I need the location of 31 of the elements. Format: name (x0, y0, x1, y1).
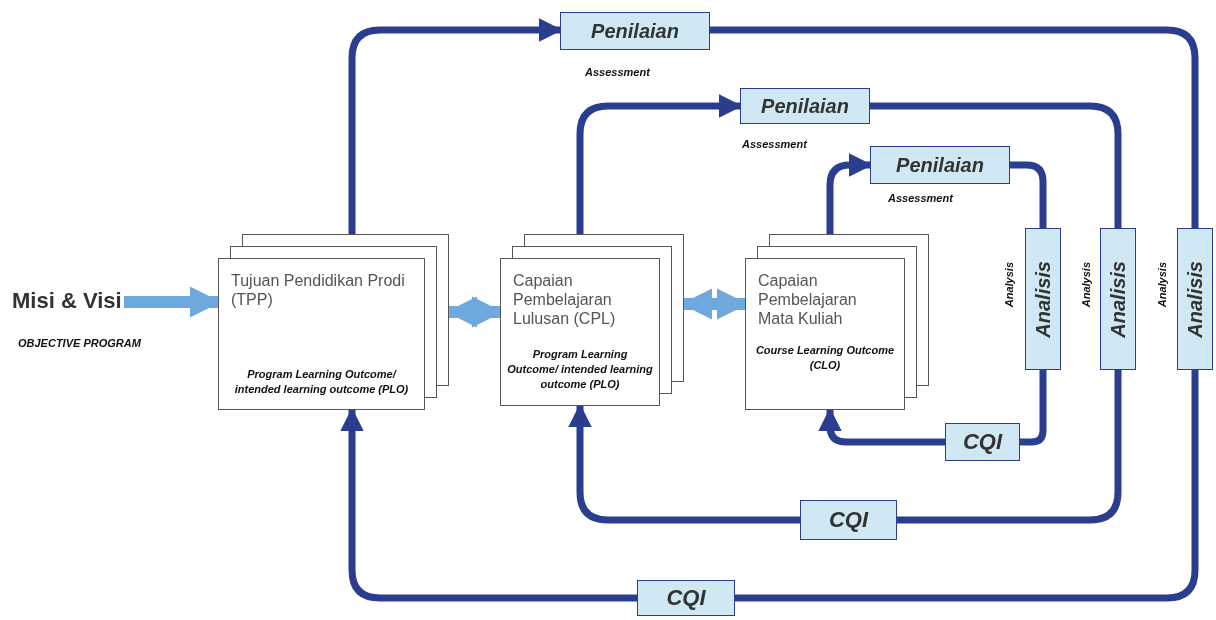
document-subtitle: Program Learning Outcome/ intended learning outcome (PLO) (233, 367, 410, 397)
document-stack (745, 234, 929, 410)
label-box: Analisis (1025, 228, 1061, 370)
label-box: Analisis (1100, 228, 1136, 370)
node-caption: Analysis (1156, 262, 1168, 308)
document-title: Capaian Pembelajaran Lulusan (CPL) (513, 271, 617, 328)
node-caption: Assessment (742, 138, 807, 150)
node-caption: Assessment (888, 192, 953, 204)
label-box: CQI (945, 423, 1020, 461)
document-subtitle: Program Learning Outcome/ intended learning outcome (PLO) (507, 347, 653, 392)
connector-line (897, 370, 1122, 524)
node-caption: Analysis (1003, 262, 1015, 308)
connector-line (710, 26, 1199, 228)
connector-line (1020, 370, 1047, 446)
label-box: Penilaian (740, 88, 870, 124)
label-box: Analisis (1177, 228, 1213, 370)
document-stack (500, 234, 684, 406)
label-box: CQI (637, 580, 735, 616)
document-subtitle: Course Learning Outcome (CLO) (754, 343, 896, 373)
node-caption: Assessment (585, 66, 650, 78)
connector-line (870, 102, 1122, 228)
node-caption: OBJECTIVE PROGRAM (18, 337, 141, 349)
document-stack (218, 234, 449, 410)
node-caption: Analysis (1080, 262, 1092, 308)
label-box: Penilaian (870, 146, 1010, 184)
document-title: Tujuan Pendidikan Prodi (TPP) (231, 271, 406, 309)
label-box: Penilaian (560, 12, 710, 50)
heading-text: Misi & Visi (12, 284, 122, 318)
document-title: Capaian Pembelajaran Mata Kuliah (758, 271, 858, 328)
label-box: CQI (800, 500, 897, 540)
connector-line (735, 370, 1199, 602)
